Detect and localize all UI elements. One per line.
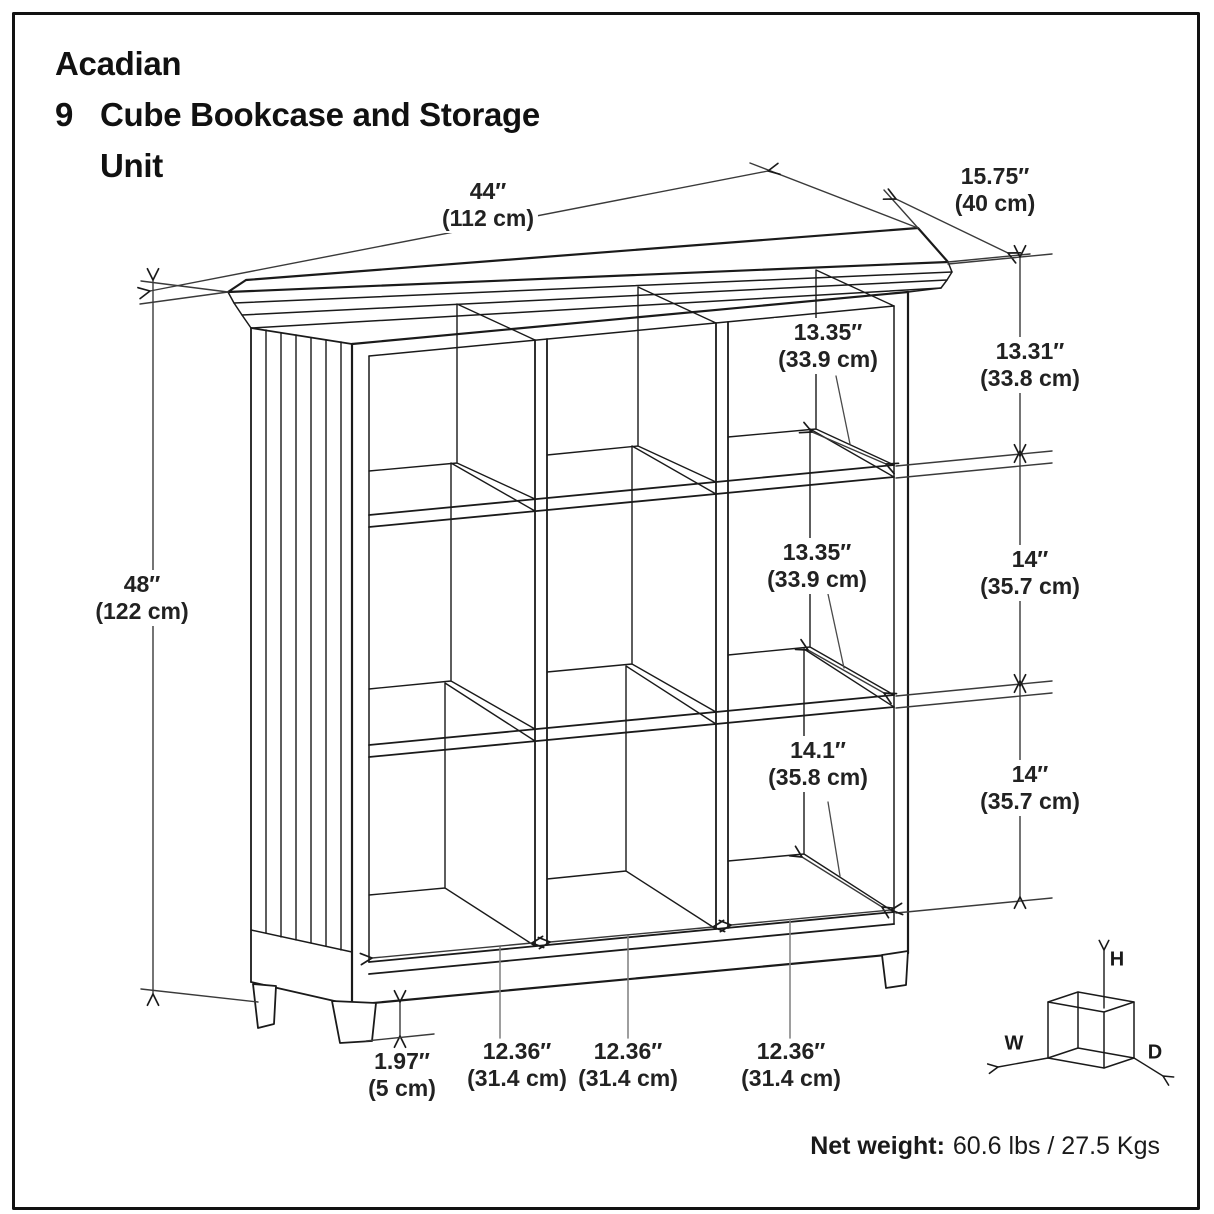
- left-side-panel: [250, 327, 353, 1006]
- dim-label-overall-height: 48″ (122 cm): [91, 570, 193, 626]
- axis-label-width: W: [1004, 1032, 1024, 1055]
- bottom-shelf-bottom: [368, 923, 895, 975]
- front-frame: [350, 290, 910, 1007]
- dim-line-1575: [882, 188, 1022, 264]
- dim-label-cube-width-right: 12.36″ (31.4 cm): [741, 1038, 841, 1091]
- title-product-line2: Unit: [100, 147, 163, 184]
- dim-label-leg-height: 1.97″ (5 cm): [368, 1048, 436, 1101]
- dim-arrow-width-left: [359, 935, 545, 966]
- dim-label-top-depth: 15.75″ (40 cm): [954, 163, 1036, 216]
- leader-line: [827, 593, 845, 669]
- cube-r3c1-interior: [368, 682, 536, 947]
- cube-front-face: [1047, 1001, 1105, 1069]
- extension-line: [895, 462, 1053, 479]
- extension-line: [895, 450, 1053, 467]
- molding-left-profile: [227, 291, 252, 329]
- width-axis-arrow: [986, 1057, 1049, 1075]
- dim-label-cube-depth-top: 13.35″ (33.9 cm): [774, 318, 882, 374]
- net-weight-label: Net weight:: [810, 1132, 945, 1160]
- legs: [252, 950, 909, 1044]
- axis-cube-icon: [986, 939, 1175, 1086]
- cube-r1c1-interior: [368, 303, 536, 500]
- extension-line: [947, 253, 1053, 265]
- title-product-line1: Cube Bookcase and Storage: [100, 96, 540, 133]
- side-top-edge: [250, 327, 353, 345]
- extension-line: [749, 162, 919, 229]
- dim-label-cube-width-center: 12.36″ (31.4 cm): [578, 1038, 678, 1091]
- extension-line: [895, 897, 1053, 914]
- depth-axis-arrow: [1133, 1057, 1175, 1086]
- dim-leg-height: [365, 989, 435, 1049]
- net-weight: Net weight:60.6 lbs / 27.5 Kgs: [810, 1132, 1160, 1161]
- dim-label-overall-width: 44″ (112 cm): [437, 177, 539, 233]
- dim-arrow-depth-top: [798, 421, 900, 475]
- extension-line: [883, 189, 919, 229]
- dim-label-section-top: 13.31″ (33.8 cm): [976, 337, 1084, 393]
- cube-back-face: [1077, 991, 1135, 1059]
- back-left-leg: [252, 983, 277, 1029]
- front-left-leg: [331, 1000, 377, 1044]
- cube-edges: [1047, 991, 1135, 1069]
- extension-line: [140, 988, 259, 1003]
- cube-r2c2-interior: [546, 445, 717, 713]
- leader-line: [835, 375, 851, 445]
- dim-label-section-bottom: 14″ (35.7 cm): [976, 760, 1084, 816]
- front-right-leg: [881, 950, 909, 989]
- dim-label-cube-width-left: 12.36″ (31.4 cm): [467, 1038, 567, 1091]
- cube-r2c1-interior: [368, 462, 536, 730]
- cube-r1c2-interior: [546, 286, 717, 483]
- dim-arrow-width-right: [718, 902, 904, 933]
- axis-label-depth: D: [1147, 1041, 1163, 1064]
- dim-arrow-width-center: [537, 919, 726, 950]
- shelf-2-bottom: [368, 706, 895, 758]
- extension-line: [895, 680, 1053, 697]
- ground-tick: [365, 1033, 435, 1042]
- page-border: [12, 12, 1200, 1210]
- dim-cube-depths: [788, 375, 900, 919]
- front-bottom-edge: [350, 951, 910, 1007]
- dim-overall-height: [140, 267, 259, 1007]
- dim-arrow-depth-middle: [794, 638, 898, 705]
- side-base-rail-top: [250, 929, 353, 953]
- title-quantity: 9: [55, 96, 74, 133]
- molding-line-3: [250, 287, 942, 329]
- page-title: Acadian 9 Cube Bookcase and Storage Unit: [55, 38, 540, 191]
- extension-line: [895, 692, 1053, 709]
- top-surface: [226, 226, 950, 294]
- top-slab: [226, 226, 953, 329]
- dim-label-cube-depth-bottom: 14.1″ (35.8 cm): [764, 736, 872, 792]
- bottom-shelf-top: [368, 911, 895, 963]
- cube-r3c2-interior: [546, 665, 717, 930]
- dim-label-section-middle: 14″ (35.7 cm): [976, 545, 1084, 601]
- molding-right-profile: [907, 261, 953, 293]
- title-collection: Acadian: [55, 45, 182, 82]
- dividers: [534, 321, 729, 947]
- dim-arrow-depth-bottom: [788, 845, 896, 919]
- axis-label-height: H: [1109, 948, 1125, 971]
- dim-cube-widths: [359, 902, 904, 1039]
- leader-line: [827, 801, 841, 877]
- dim-label-cube-depth-middle: 13.35″ (33.9 cm): [763, 538, 871, 594]
- net-weight-value: 60.6 lbs / 27.5 Kgs: [952, 1132, 1160, 1160]
